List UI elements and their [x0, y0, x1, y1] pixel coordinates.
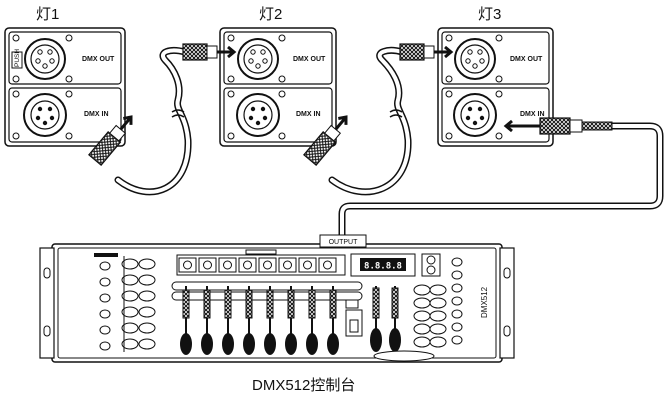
- fixture-3-dmx-in-label: DMX IN: [520, 111, 545, 118]
- fixture-1-panel: PUSH DMX OUT DMX IN: [4, 27, 126, 147]
- cable-b: [328, 46, 412, 196]
- led-display-text: 8.8.8.8: [364, 262, 402, 272]
- plug-fixture2-out: [182, 43, 237, 61]
- plug-fixture1-in: [88, 115, 133, 166]
- right-button-block: [413, 253, 463, 348]
- controller-side-text: DMX512: [480, 286, 489, 318]
- fixture-1-dmx-in-label: DMX IN: [84, 111, 109, 118]
- dmx-controller: 8.8.8.8 OUTPUT: [39, 234, 515, 363]
- led-display: [360, 258, 406, 271]
- cable-c: [338, 122, 664, 236]
- fixture-3-dmx-out-label: DMX OUT: [510, 56, 543, 63]
- fixture-3-title: 灯3: [478, 6, 501, 23]
- controller-caption: DMX512控制台: [252, 377, 355, 394]
- fixture-1-title: 灯1: [36, 6, 59, 23]
- push-label: PUSH: [14, 49, 21, 67]
- channel-faders: [180, 286, 339, 355]
- fixture-1-dmx-out-label: DMX OUT: [82, 56, 115, 63]
- master-faders: [370, 286, 435, 362]
- fixture-2-dmx-out-label: DMX OUT: [293, 56, 326, 63]
- fixture-2-title: 灯2: [259, 6, 282, 23]
- plug-fixture2-in: [303, 115, 348, 166]
- fixture-2-panel: DMX OUT DMX IN: [219, 27, 337, 147]
- output-label: OUTPUT: [329, 239, 359, 246]
- plug-fixture3-out: [399, 43, 454, 61]
- left-button-block: [94, 253, 156, 352]
- plug-fixture3-in: [503, 117, 613, 135]
- cable-a: [114, 46, 192, 196]
- fixture-2-dmx-in-label: DMX IN: [296, 111, 321, 118]
- fixture-3-panel: DMX OUT DMX IN: [437, 27, 554, 147]
- scene-buttons: [176, 249, 346, 276]
